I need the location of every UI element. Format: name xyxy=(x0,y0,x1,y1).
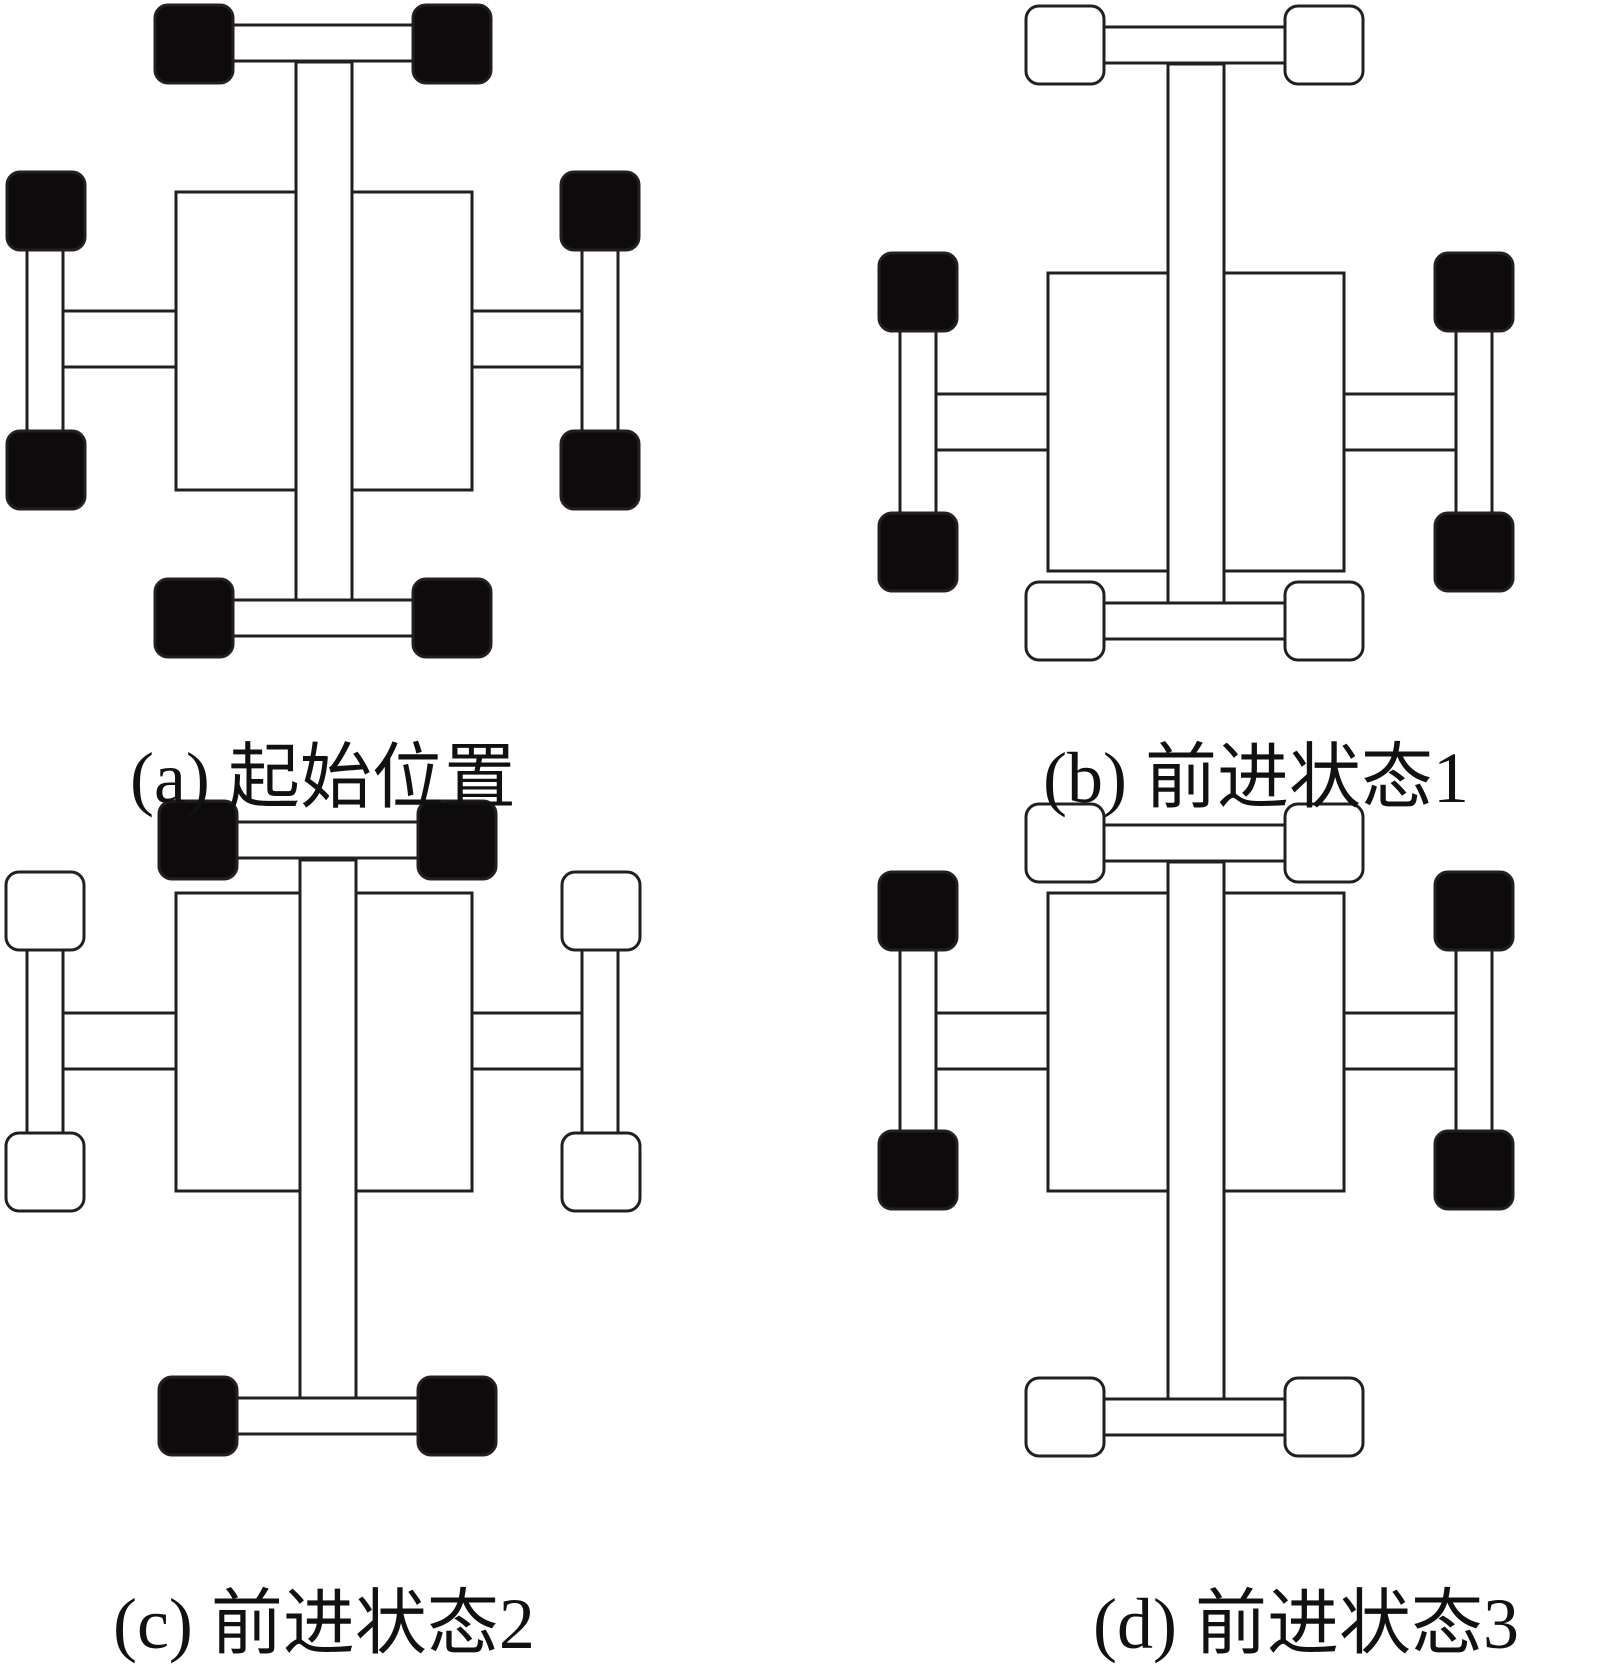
spine-beam xyxy=(294,60,354,606)
foot-left-upper xyxy=(4,870,86,952)
right-arm xyxy=(470,309,584,369)
foot-bottom-right xyxy=(1283,1376,1365,1458)
left-arm xyxy=(934,392,1050,452)
foot-left-upper xyxy=(5,170,87,252)
foot-top-right xyxy=(1283,802,1365,884)
foot-right-lower xyxy=(559,429,641,511)
caption-b: (b) 前进状态1 xyxy=(1043,738,1469,818)
panel-a-start-position xyxy=(5,3,641,659)
left-arm xyxy=(61,1011,178,1071)
foot-top-right xyxy=(1283,4,1365,86)
right-arm xyxy=(1342,1011,1458,1071)
top-axle xyxy=(1101,823,1291,863)
caption-c: (c) 前进状态2 xyxy=(113,1584,535,1664)
foot-right-lower xyxy=(1433,511,1515,593)
spine-beam xyxy=(298,858,358,1402)
panel-d-forward-state-3 xyxy=(877,802,1515,1458)
left-axle xyxy=(898,328,938,518)
right-axle xyxy=(580,946,620,1136)
foot-right-upper xyxy=(559,170,641,252)
foot-left-upper xyxy=(877,870,959,952)
spine-beam xyxy=(1166,860,1226,1401)
bottom-axle xyxy=(230,598,420,638)
bottom-axle xyxy=(1101,601,1291,641)
left-axle xyxy=(25,246,65,436)
foot-bottom-left xyxy=(1024,1376,1106,1458)
foot-right-lower xyxy=(1433,1129,1515,1211)
left-arm xyxy=(934,1011,1050,1071)
left-axle xyxy=(25,946,65,1136)
foot-top-left xyxy=(1024,802,1106,884)
right-axle xyxy=(1454,946,1494,1136)
top-axle xyxy=(1101,25,1291,65)
caption-d: (d) 前进状态3 xyxy=(1093,1584,1519,1664)
top-axle xyxy=(234,820,424,860)
bottom-axle xyxy=(234,1396,424,1436)
bottom-axle xyxy=(1101,1397,1291,1437)
foot-left-lower xyxy=(5,429,87,511)
right-arm xyxy=(1342,392,1458,452)
foot-top-left xyxy=(1024,4,1106,86)
foot-bottom-left xyxy=(153,577,235,659)
foot-right-upper xyxy=(1433,251,1515,333)
top-axle xyxy=(230,23,420,63)
foot-top-left xyxy=(157,799,239,881)
foot-bottom-right xyxy=(1283,580,1365,662)
right-axle xyxy=(1454,328,1494,518)
foot-top-right xyxy=(411,3,493,85)
spine-beam xyxy=(1166,62,1226,607)
caption-a: (a) 起始位置 xyxy=(130,738,516,818)
foot-bottom-left xyxy=(1024,580,1106,662)
foot-right-lower xyxy=(560,1131,642,1213)
foot-left-lower xyxy=(877,1129,959,1211)
foot-right-upper xyxy=(1433,870,1515,952)
foot-left-lower xyxy=(877,511,959,593)
foot-left-upper xyxy=(877,251,959,333)
panel-b-forward-state-1 xyxy=(877,4,1515,662)
foot-top-left xyxy=(153,3,235,85)
foot-bottom-right xyxy=(411,577,493,659)
foot-right-upper xyxy=(560,870,642,952)
foot-bottom-left xyxy=(157,1375,239,1457)
foot-bottom-right xyxy=(416,1375,498,1457)
panel-c-forward-state-2 xyxy=(4,799,642,1457)
foot-left-lower xyxy=(4,1131,86,1213)
left-axle xyxy=(898,946,938,1136)
right-arm xyxy=(470,1011,584,1071)
right-axle xyxy=(580,246,620,436)
left-arm xyxy=(61,309,178,369)
foot-top-right xyxy=(416,799,498,881)
